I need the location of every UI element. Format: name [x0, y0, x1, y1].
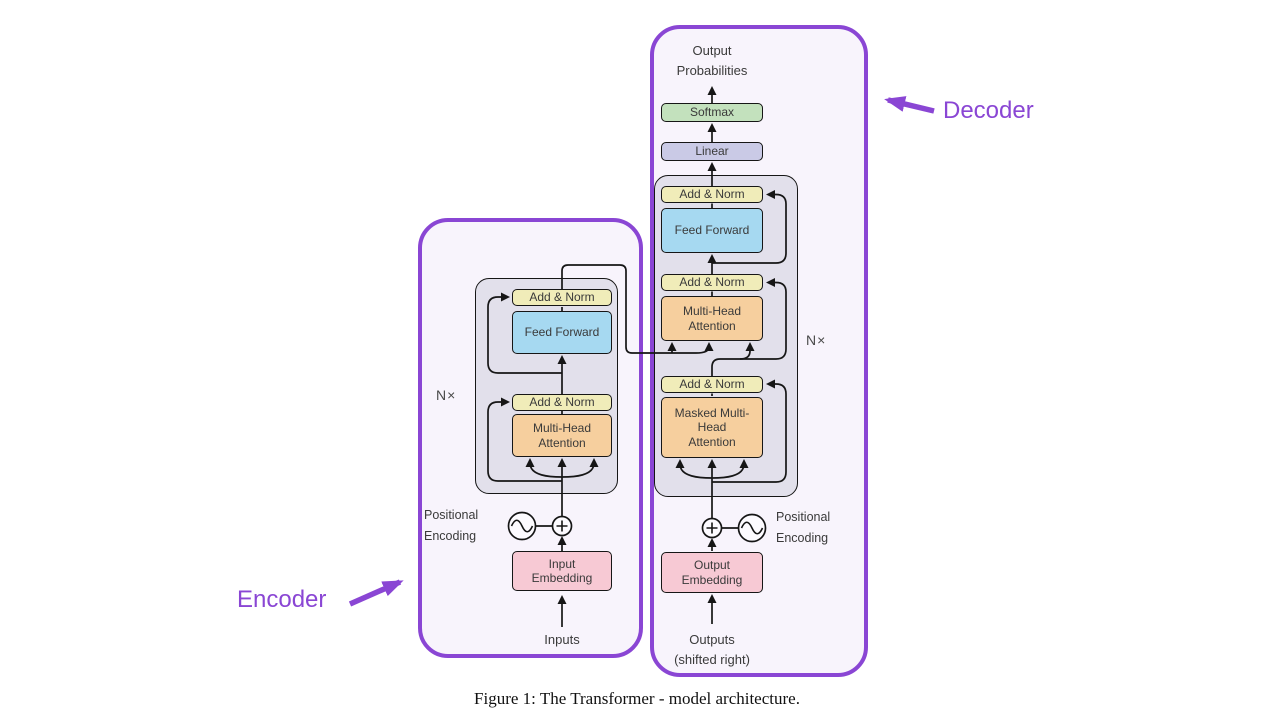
masked-multi-head-attention-block: Masked Multi-Head Attention — [661, 397, 763, 458]
encoder-wires — [487, 292, 599, 627]
encoder-repeat-label: N× — [436, 387, 457, 403]
softmax-label: Softmax — [689, 105, 734, 120]
add-norm-label: Add & Norm — [529, 290, 595, 305]
decoder-wires — [675, 86, 787, 624]
add-norm-label: Add & Norm — [679, 275, 745, 290]
add-norm-label: Add & Norm — [679, 377, 745, 392]
output-probabilities-label: Output Probabilities — [676, 43, 748, 78]
input-embedding-block: Input Embedding — [512, 551, 612, 591]
encoder-positional-encoding-label: Positional Encoding — [424, 508, 479, 543]
decoder-multi-head-attention-block: Multi-Head Attention — [661, 296, 763, 341]
multi-head-attention-label: Multi-Head Attention — [682, 304, 742, 333]
outputs-note-text: (shifted right) — [674, 652, 750, 667]
encoder-feed-forward-block: Feed Forward — [512, 311, 612, 354]
add-norm-label: Add & Norm — [679, 187, 745, 202]
outputs-text: Outputs — [689, 632, 735, 647]
decoder-annotation-label: Decoder — [943, 97, 1034, 124]
encoder-annotation-label: Encoder — [237, 586, 327, 613]
encoder-add-norm-lower-block: Add & Norm — [512, 394, 612, 411]
output-embedding-label: Output Embedding — [681, 558, 743, 587]
decoder-positional-encoding-label: Positional Encoding — [776, 510, 831, 545]
decoder-add-norm-bottom-block: Add & Norm — [661, 376, 763, 393]
multi-head-attention-label: Multi-Head Attention — [532, 421, 592, 450]
decoder-positional-encoding-symbol — [701, 513, 767, 543]
outputs-label: Outputs (shifted right) — [642, 630, 782, 670]
decoder-annotation-arrow — [884, 96, 935, 114]
linear-label: Linear — [695, 144, 729, 159]
encoder-positional-encoding-symbol — [507, 511, 573, 541]
figure-caption: Figure 1: The Transformer - model archit… — [474, 689, 800, 708]
decoder-add-norm-middle-block: Add & Norm — [661, 274, 763, 291]
encoder-multi-head-attention-block: Multi-Head Attention — [512, 414, 612, 457]
masked-multi-head-attention-label: Masked Multi-Head Attention — [674, 406, 750, 449]
add-norm-label: Add & Norm — [529, 395, 595, 410]
encoder-decoder-connection-wire — [561, 264, 714, 354]
decoder-repeat-label: N× — [806, 332, 827, 348]
annotation-arrows — [348, 96, 935, 607]
output-embedding-block: Output Embedding — [661, 552, 763, 593]
feed-forward-label: Feed Forward — [674, 223, 750, 238]
decoder-feed-forward-block: Feed Forward — [661, 208, 763, 253]
linear-block: Linear — [661, 142, 763, 161]
encoder-annotation-arrow — [348, 579, 404, 607]
feed-forward-label: Feed Forward — [524, 325, 600, 340]
softmax-block: Softmax — [661, 103, 763, 122]
encoder-add-norm-upper-block: Add & Norm — [512, 289, 612, 306]
input-embedding-label: Input Embedding — [531, 556, 593, 585]
inputs-label: Inputs — [544, 632, 580, 647]
decoder-add-norm-top-block: Add & Norm — [661, 186, 763, 203]
